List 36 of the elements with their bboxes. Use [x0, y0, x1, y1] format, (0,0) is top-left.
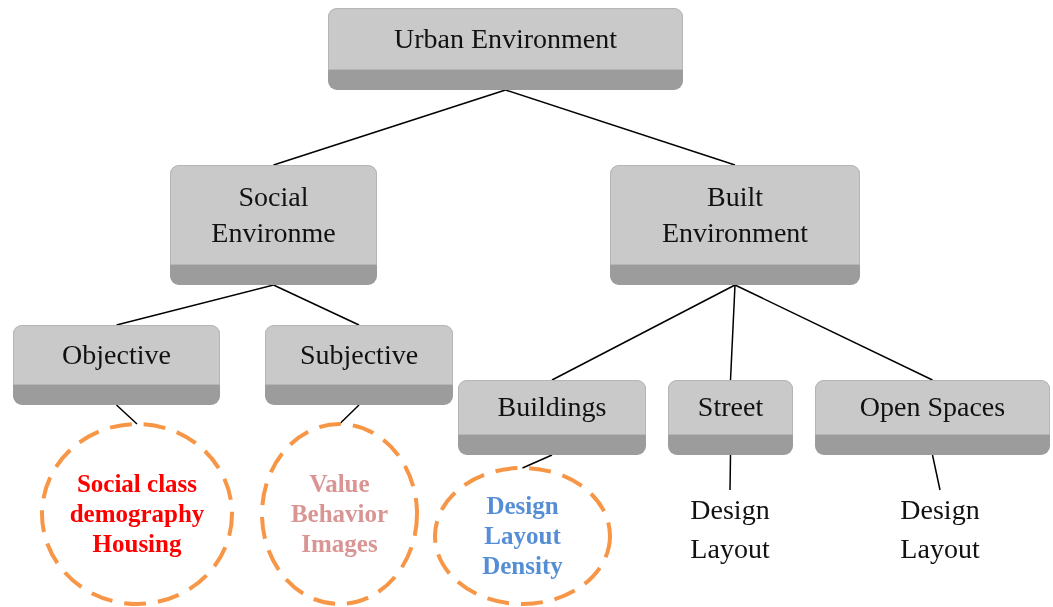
- category-box: [265, 325, 453, 405]
- category-box: [610, 165, 860, 285]
- node-label: Urban Environment: [393, 21, 618, 56]
- node-label: Design Layout: [899, 493, 981, 567]
- node-label: Design Layout Density: [481, 491, 564, 581]
- category-box: [13, 325, 220, 405]
- connector-line: [115, 284, 275, 326]
- node-label: Objective: [62, 337, 171, 372]
- connector-line: [729, 284, 736, 381]
- category-box: [668, 380, 793, 455]
- node-label: Open Spaces: [859, 390, 1006, 425]
- node-label: Value Behavior Images: [289, 469, 390, 559]
- connector-line: [338, 404, 360, 425]
- connector-line: [931, 454, 941, 491]
- node-label: Built Environment: [660, 179, 810, 250]
- category-box: [170, 165, 377, 285]
- node-label: Design Layout: [689, 493, 771, 567]
- node-label: Social class demography Housing: [68, 469, 206, 559]
- node-label: Buildings: [497, 390, 607, 425]
- connector-line: [551, 284, 736, 381]
- dashed-circle: [435, 468, 610, 604]
- connector-line: [521, 454, 553, 469]
- connector-line: [729, 454, 732, 491]
- connector-line: [272, 89, 507, 166]
- category-box: [328, 8, 683, 90]
- node-label: Street: [697, 390, 764, 425]
- node-label: Social Environme: [210, 179, 337, 250]
- dashed-circle: [262, 424, 417, 604]
- category-box: [815, 380, 1050, 455]
- connector-line: [272, 284, 360, 326]
- connector-line: [504, 89, 736, 166]
- connector-line: [115, 404, 138, 425]
- node-label: Subjective: [299, 337, 419, 372]
- connector-line: [734, 284, 934, 381]
- category-box: [458, 380, 646, 455]
- dashed-circle: [42, 424, 232, 604]
